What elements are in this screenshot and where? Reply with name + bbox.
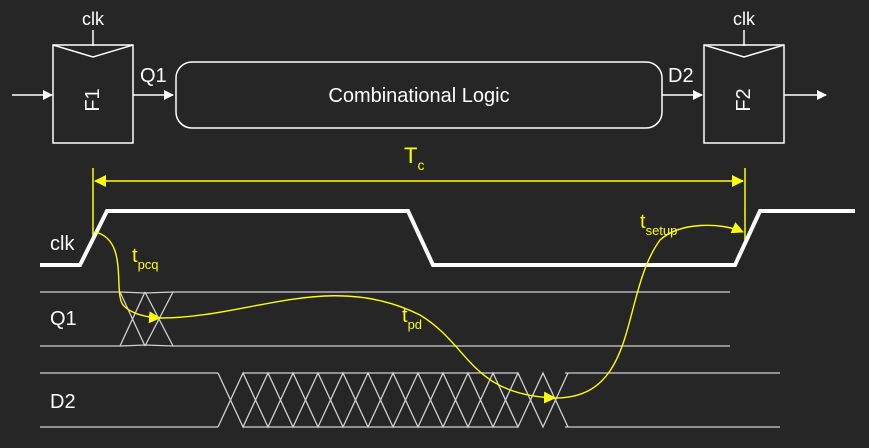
f2-clk-label: clk [733, 9, 756, 29]
tsetup-label: tsetup [640, 211, 677, 238]
d2-wire-label: D2 [668, 65, 694, 87]
combinational-logic-label: Combinational Logic [328, 85, 509, 107]
period-annotation: Tc [92, 143, 746, 240]
tsetup-curve [554, 222, 744, 399]
tpd-curve [159, 295, 556, 404]
f1-clk-label: clk [82, 9, 105, 29]
tpd-label: tpd [402, 305, 422, 332]
clock-triangle-icon [52, 44, 134, 58]
clock-triangle-icon [703, 44, 785, 58]
q1-signal-label: Q1 [50, 308, 77, 330]
flip-flop-f1: clk F1 [52, 9, 134, 144]
flip-flop-f2: clk F2 [703, 9, 785, 144]
period-label: Tc [404, 143, 424, 173]
f2-label: F2 [733, 88, 755, 111]
circuit: clk F1 Q1 Combinational Logic D2 clk F2 [12, 9, 827, 144]
d2-waveform [40, 371, 780, 429]
q1-wire-label: Q1 [140, 65, 167, 87]
clk-signal-label: clk [50, 233, 75, 255]
f1-label: F1 [82, 88, 104, 111]
delay-annotations: tpcq tpd tsetup [94, 211, 744, 404]
q1-waveform [40, 291, 730, 347]
tpcq-label: tpcq [132, 245, 159, 272]
tpcq-curve [94, 231, 161, 324]
clk-waveform: clk [40, 209, 855, 267]
d2-signal-label: D2 [50, 391, 76, 413]
